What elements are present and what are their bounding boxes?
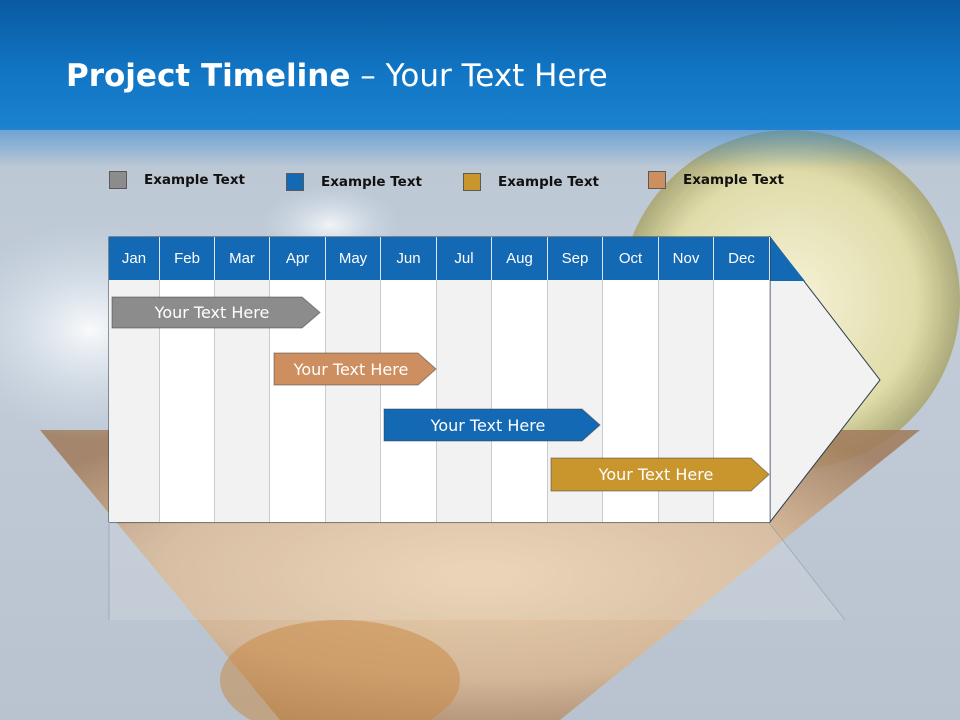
legend-label: Example Text: [683, 172, 784, 188]
month-header-jan: Jan: [109, 237, 160, 280]
legend-label: Example Text: [498, 174, 599, 190]
month-column-jun: [381, 280, 437, 522]
month-header-feb: Feb: [160, 237, 215, 280]
month-header-mar: Mar: [215, 237, 270, 280]
timeline-reflection: [109, 524, 845, 620]
title-rest: – Your Text Here: [350, 58, 608, 94]
month-column-aug: [492, 280, 548, 522]
task-bar: [383, 408, 601, 442]
legend-label: Example Text: [144, 172, 245, 188]
month-column-may: [326, 280, 381, 522]
month-header-dec: Dec: [714, 237, 770, 280]
task-bar: [550, 457, 770, 492]
header-band: [0, 0, 960, 130]
legend-item: Example Text: [648, 170, 784, 190]
legend-label: Example Text: [321, 174, 422, 190]
month-header-apr: Apr: [270, 237, 326, 280]
task-bar: [111, 296, 321, 329]
legend-item: Example Text: [286, 172, 422, 192]
legend-swatch: [463, 173, 481, 191]
month-header-jul: Jul: [437, 237, 492, 280]
legend-item: Example Text: [109, 170, 245, 190]
slide-title: Project Timeline – Your Text Here: [66, 58, 608, 94]
title-bold: Project Timeline: [66, 58, 351, 94]
month-column-jul: [437, 280, 492, 522]
task-bar: [273, 352, 437, 386]
header-fade: [0, 128, 960, 168]
legend-item: Example Text: [463, 172, 599, 192]
month-header-sep: Sep: [548, 237, 603, 280]
legend-swatch: [109, 171, 127, 189]
timeline-arrow-header-tip: [770, 237, 805, 281]
month-header-nov: Nov: [659, 237, 714, 280]
legend-swatch: [648, 171, 666, 189]
month-header-jun: Jun: [381, 237, 437, 280]
month-header-aug: Aug: [492, 237, 548, 280]
month-header-may: May: [326, 237, 381, 280]
legend-swatch: [286, 173, 304, 191]
month-header-oct: Oct: [603, 237, 659, 280]
